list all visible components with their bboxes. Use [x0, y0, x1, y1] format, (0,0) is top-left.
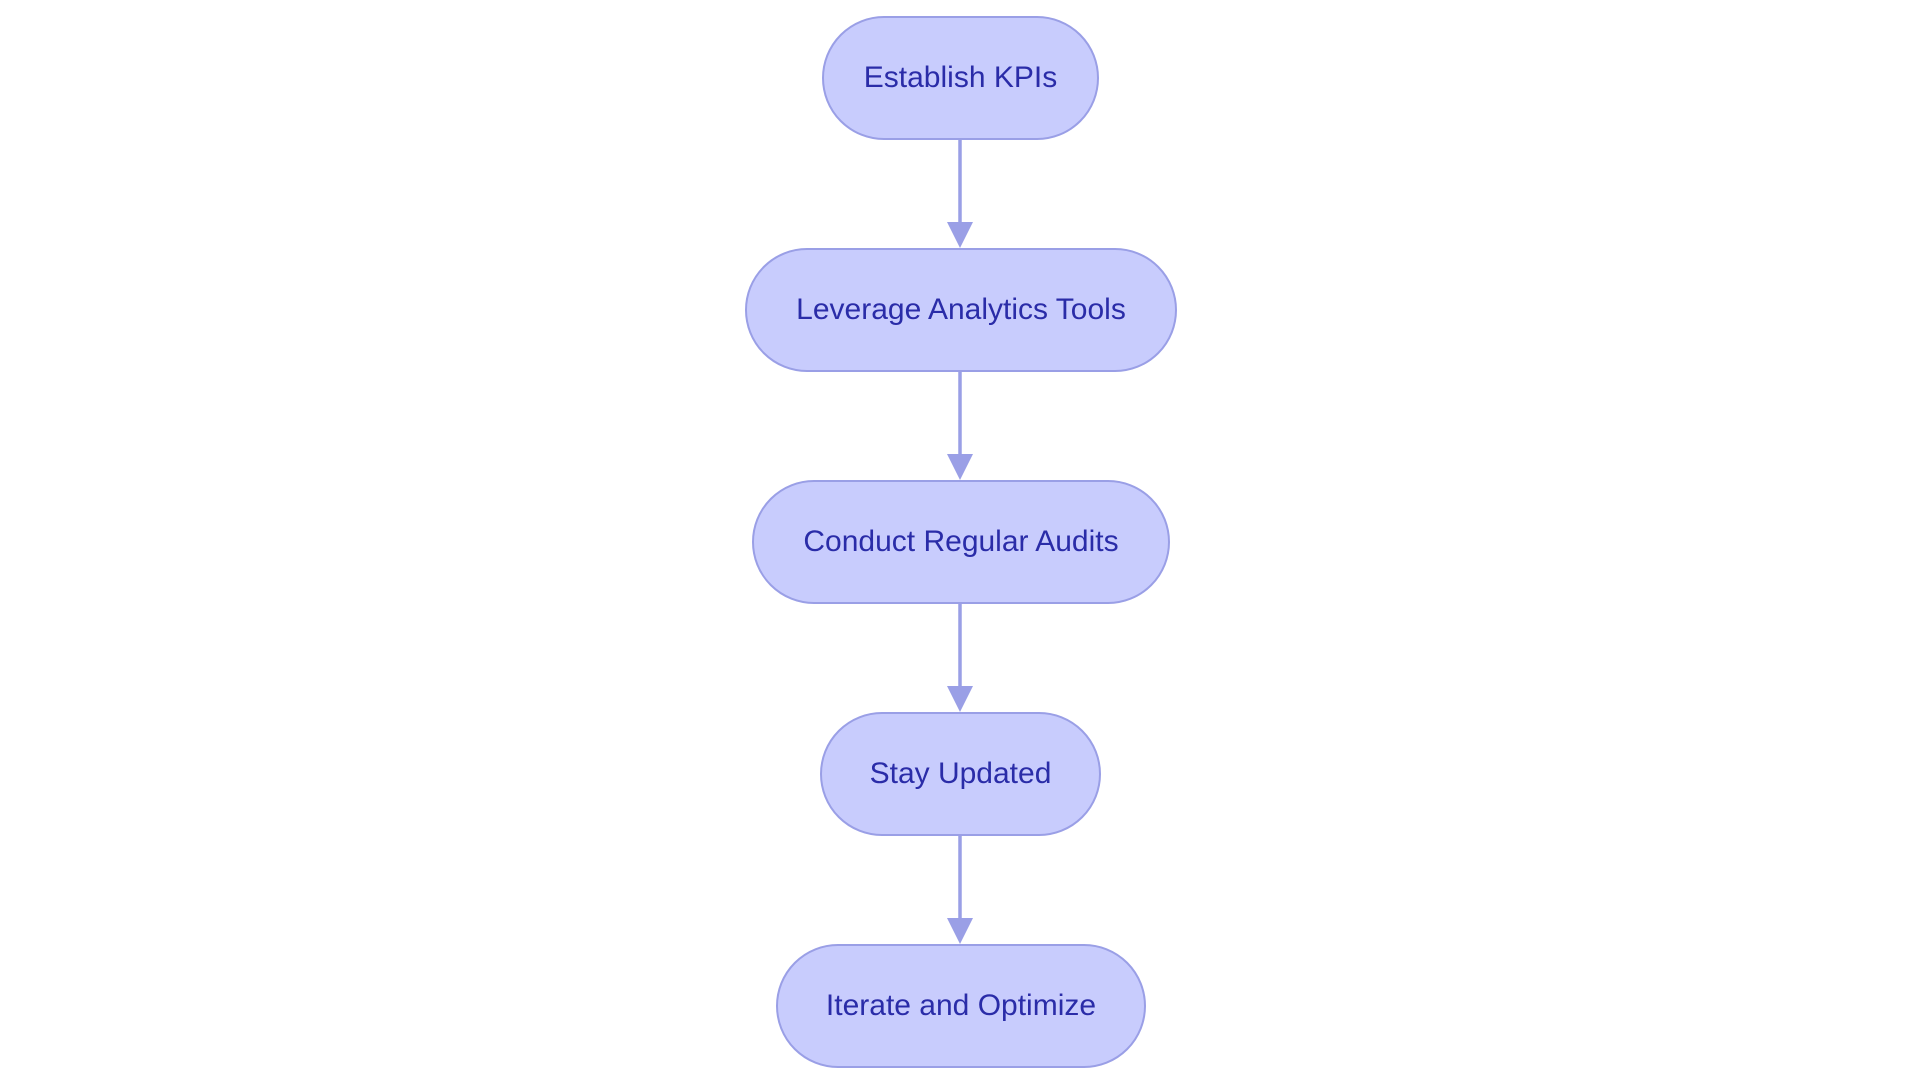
edge-conduct-to-stay	[947, 603, 973, 712]
node-label: Establish KPIs	[863, 61, 1058, 94]
node-establish-kpis[interactable]: Establish KPIs	[822, 16, 1099, 140]
node-conduct-regular-audits[interactable]: Conduct Regular Audits	[752, 480, 1170, 604]
node-label: Iterate and Optimize	[825, 989, 1097, 1022]
arrowhead-icon	[947, 918, 973, 944]
edge-establish-to-leverage	[947, 139, 973, 248]
arrowhead-icon	[947, 222, 973, 248]
node-leverage-analytics-tools[interactable]: Leverage Analytics Tools	[745, 248, 1177, 372]
node-label: Leverage Analytics Tools	[796, 293, 1126, 326]
node-label: Conduct Regular Audits	[803, 525, 1119, 558]
node-iterate-and-optimize[interactable]: Iterate and Optimize	[776, 944, 1146, 1068]
edge-leverage-to-conduct	[947, 371, 973, 480]
arrowhead-icon	[947, 454, 973, 480]
node-label: Stay Updated	[869, 757, 1052, 790]
node-stay-updated[interactable]: Stay Updated	[820, 712, 1101, 836]
arrowhead-icon	[947, 686, 973, 712]
edge-stay-to-iterate	[947, 835, 973, 944]
